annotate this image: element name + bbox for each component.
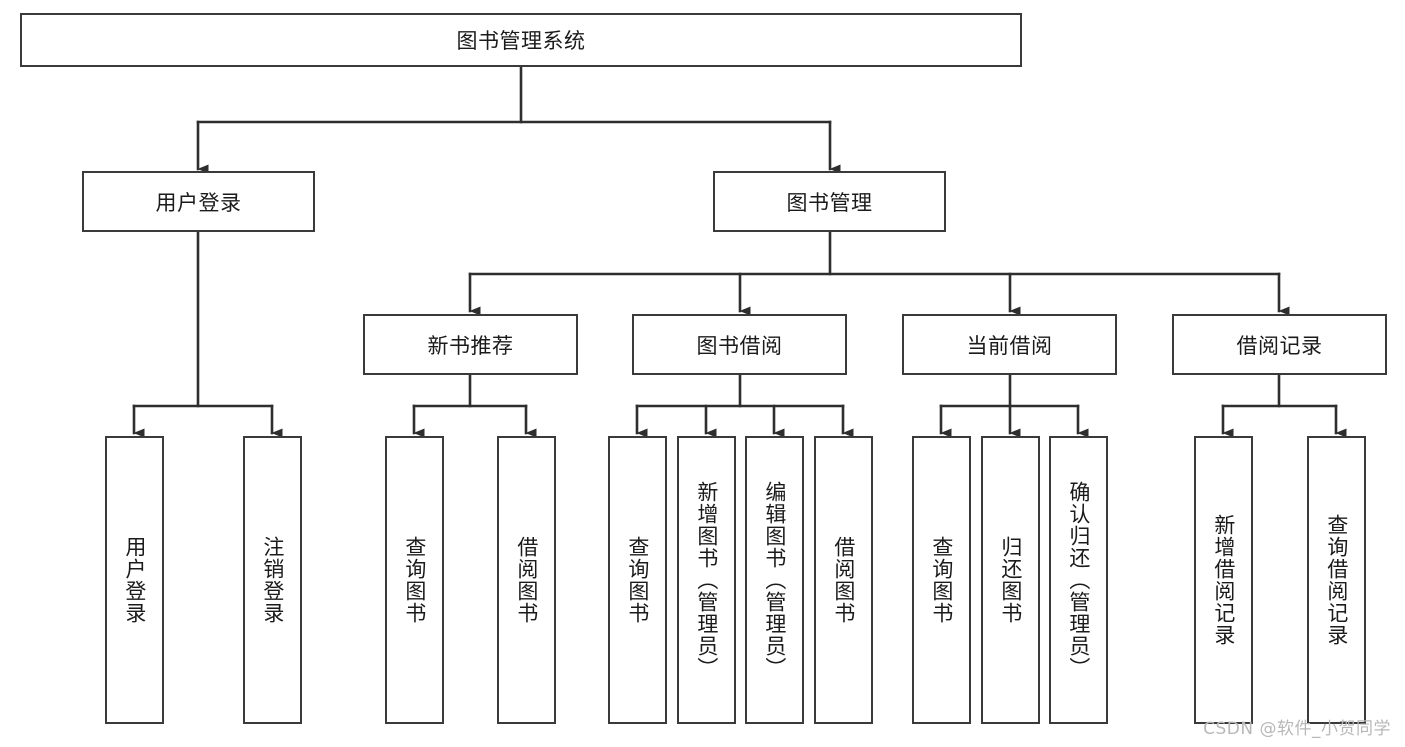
node-label: 注销登录 xyxy=(260,536,285,624)
node-label: 用户登录 xyxy=(155,190,242,215)
node-label: 查询图书 xyxy=(929,536,954,624)
node-current-borrowing[interactable]: 当前借阅 xyxy=(902,314,1117,375)
node-label: 查询图书 xyxy=(402,536,427,624)
node-label: 借阅记录 xyxy=(1236,333,1323,358)
node-label: 查询图书 xyxy=(625,536,650,624)
node-label: 查询借阅记录 xyxy=(1324,514,1349,646)
node-book-borrowing[interactable]: 图书借阅 xyxy=(632,314,847,375)
node-label: 借阅图书 xyxy=(514,536,539,624)
leaf-borrow-book-recommend[interactable]: 借阅图书 xyxy=(497,436,556,724)
leaf-logout[interactable]: 注销登录 xyxy=(243,436,302,724)
leaf-add-borrow-record[interactable]: 新增借阅记录 xyxy=(1194,436,1253,724)
leaf-query-book-borrowing[interactable]: 查询图书 xyxy=(608,436,667,724)
leaf-add-book-admin[interactable]: 新增图书（管理员） xyxy=(677,436,736,724)
leaf-query-book-recommend[interactable]: 查询图书 xyxy=(385,436,444,724)
node-user-login[interactable]: 用户登录 xyxy=(82,171,315,232)
node-label: 用户登录 xyxy=(122,536,147,624)
node-new-book-recommend[interactable]: 新书推荐 xyxy=(363,314,578,375)
node-label: 图书管理系统 xyxy=(456,29,586,53)
leaf-query-book-current[interactable]: 查询图书 xyxy=(912,436,971,724)
leaf-edit-book-admin[interactable]: 编辑图书（管理员） xyxy=(745,436,804,724)
node-label: 图书管理 xyxy=(786,190,873,215)
node-borrow-records[interactable]: 借阅记录 xyxy=(1172,314,1387,375)
node-label: 归还图书 xyxy=(998,536,1023,624)
csdn-watermark: CSDN @软件_小贺同学 xyxy=(1203,719,1391,739)
node-label: 编辑图书（管理员） xyxy=(762,481,787,679)
leaf-query-borrow-record[interactable]: 查询借阅记录 xyxy=(1307,436,1366,724)
node-root-book-management-system[interactable]: 图书管理系统 xyxy=(20,13,1022,67)
node-label: 新增图书（管理员） xyxy=(694,481,719,679)
leaf-confirm-return-admin[interactable]: 确认归还（管理员） xyxy=(1049,436,1108,724)
node-label: 图书借阅 xyxy=(696,333,783,358)
node-label: 借阅图书 xyxy=(831,536,856,624)
leaf-user-login[interactable]: 用户登录 xyxy=(105,436,164,724)
node-book-management[interactable]: 图书管理 xyxy=(713,171,946,232)
node-label: 新书推荐 xyxy=(427,333,514,358)
leaf-return-book[interactable]: 归还图书 xyxy=(981,436,1040,724)
node-label: 当前借阅 xyxy=(966,333,1053,358)
leaf-borrow-book-borrowing[interactable]: 借阅图书 xyxy=(814,436,873,724)
node-label: 新增借阅记录 xyxy=(1211,514,1236,646)
node-label: 确认归还（管理员） xyxy=(1066,481,1091,679)
